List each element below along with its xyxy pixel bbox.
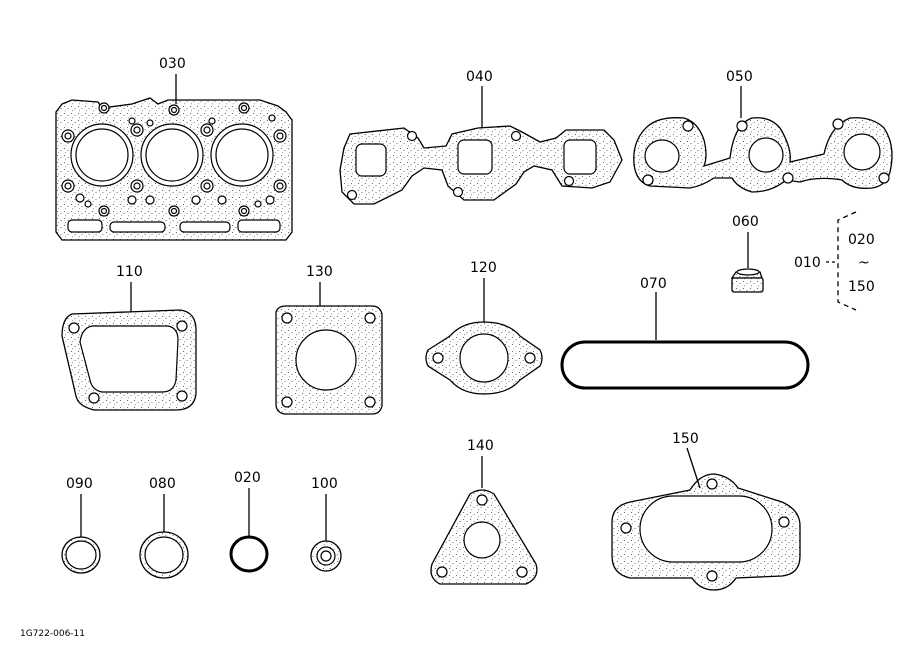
valve-stem-seal[interactable] [730,232,764,293]
kit-range-separator: ~ [858,255,870,271]
label-150: 150 [672,431,699,447]
intake-manifold-gasket[interactable] [339,86,623,205]
kit-range-from: 020 [848,232,875,248]
seal-band-070[interactable] [560,292,810,390]
label-070: 070 [640,276,667,292]
label-100: 100 [311,476,338,492]
label-110: 110 [116,264,143,280]
label-040: 040 [466,69,493,85]
ring-080[interactable] [139,494,189,579]
o-ring-020[interactable] [229,488,269,573]
label-090: 090 [66,476,93,492]
seal-100[interactable] [310,494,342,572]
kit-label-010: 010 [794,255,821,271]
exhaust-manifold-gasket[interactable] [633,86,893,193]
cylinder-head-gasket[interactable] [55,74,293,241]
label-130: 130 [306,264,333,280]
kit-range-to: 150 [848,279,875,295]
label-140: 140 [467,438,494,454]
gasket-150[interactable] [611,447,801,591]
label-020: 020 [234,470,261,486]
gasket-120[interactable] [425,278,543,395]
ring-090[interactable] [61,494,101,574]
label-080: 080 [149,476,176,492]
kit-bracket [826,211,857,311]
label-030: 030 [159,56,186,72]
gasket-110[interactable] [61,282,197,411]
diagram-code: 1G722-006-11 [20,629,85,639]
label-050: 050 [726,69,753,85]
label-120: 120 [470,260,497,276]
gasket-130[interactable] [275,282,383,415]
gasket-140[interactable] [430,456,538,585]
label-060: 060 [732,214,759,230]
